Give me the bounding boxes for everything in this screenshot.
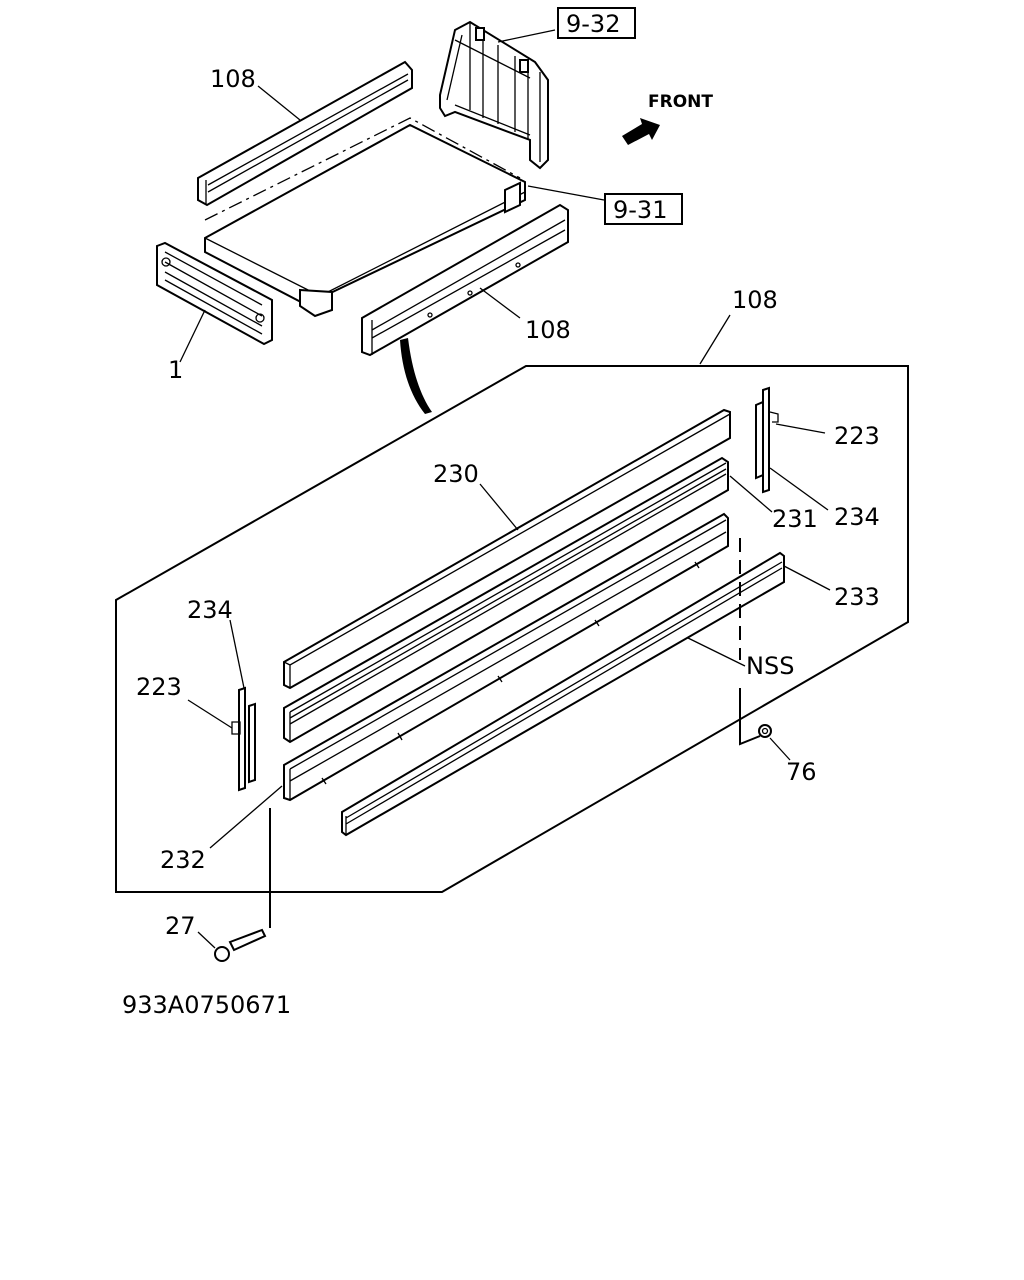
tailgate-panel: [156, 241, 273, 346]
leader-lines: [179, 29, 831, 949]
callout-108-detail: 108: [732, 286, 778, 314]
callout-223-left: 223: [136, 673, 182, 701]
figure-code: 933A0750671: [122, 991, 291, 1019]
callout-234-left: 234: [187, 596, 233, 624]
callout-108-top: 108: [210, 65, 256, 93]
callout-234-right: 234: [834, 503, 880, 531]
callout-230: 230: [433, 460, 479, 488]
side-rail-top: [197, 60, 413, 207]
nut-76: [758, 724, 772, 738]
front-label: FRONT: [648, 92, 713, 112]
callout-223-right: 223: [834, 422, 880, 450]
callout-1: 1: [168, 356, 183, 384]
rail-panel-231: [283, 456, 729, 744]
rail-cap-230: [283, 408, 731, 690]
callout-box-9-32: [557, 7, 636, 39]
front-direction-arrow: [622, 118, 660, 145]
callout-27: 27: [165, 912, 196, 940]
callout-231: 231: [772, 505, 818, 533]
stake-234-right: [755, 386, 779, 494]
headboard-frame: [439, 20, 549, 170]
side-rail-bottom: [361, 203, 569, 357]
callout-box-9-31: [604, 193, 683, 225]
callout-108-mid: 108: [525, 316, 571, 344]
truck-bed-floor: [204, 117, 526, 318]
callout-9-32: 9-32: [566, 10, 620, 38]
detail-pointer-arrow: [400, 338, 432, 414]
bolt-27: [214, 808, 271, 962]
callout-76: 76: [786, 758, 817, 786]
callout-nss: NSS: [746, 652, 794, 680]
callout-233: 233: [834, 583, 880, 611]
callout-9-31: 9-31: [613, 196, 667, 224]
detail-boundary: [115, 365, 909, 893]
rail-frame-232: [283, 512, 729, 802]
nss-bracket: [739, 688, 761, 746]
stake-234-left: [231, 686, 256, 792]
callout-232: 232: [160, 846, 206, 874]
rail-strip-233: [341, 551, 785, 837]
